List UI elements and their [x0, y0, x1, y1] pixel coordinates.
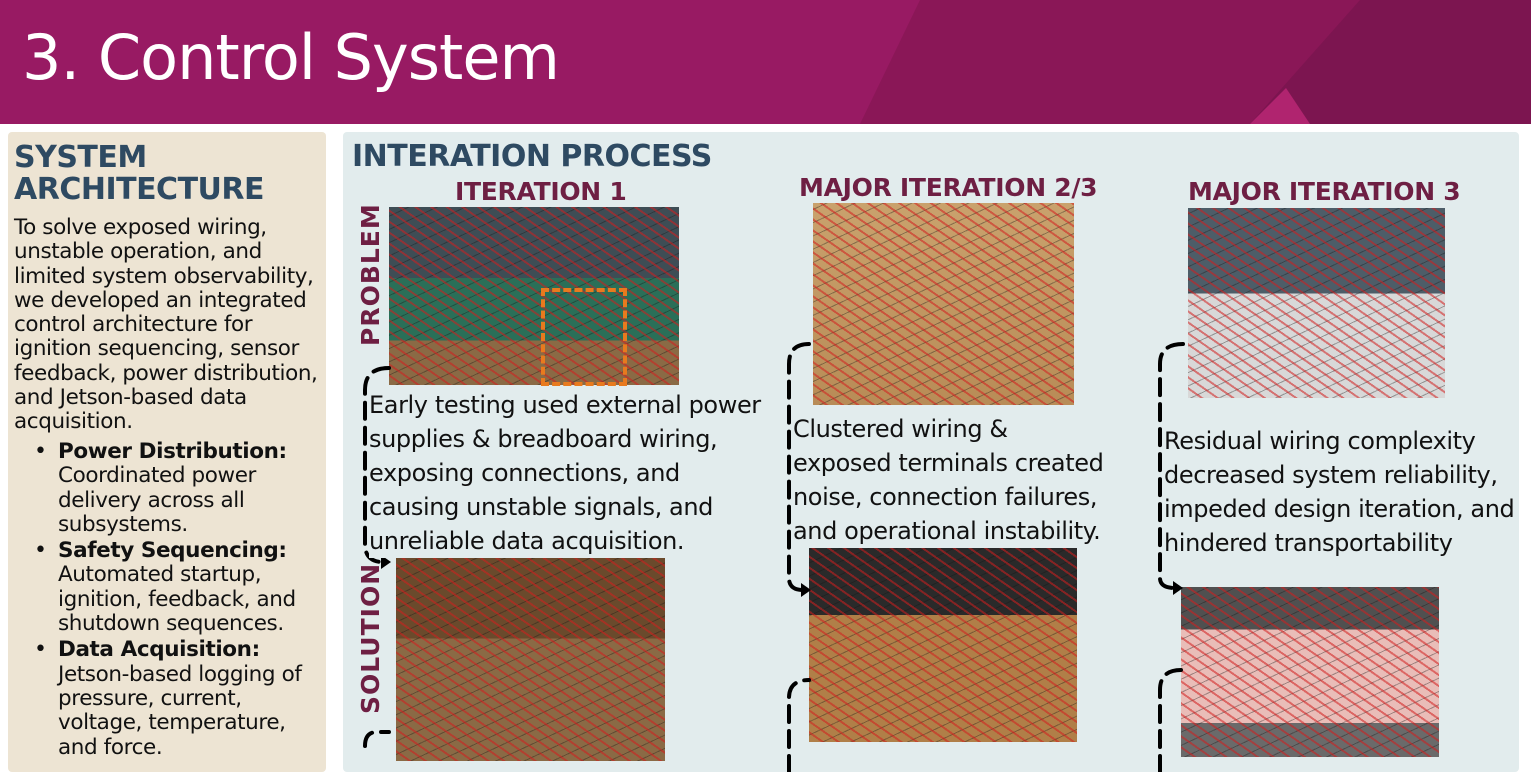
iteration-1-title: ITERATION 1 [455, 177, 627, 206]
iteration-3-lower-arrow-path [1158, 668, 1183, 772]
arrowhead [801, 583, 811, 597]
iteration-2-lower-arrow-path [787, 678, 811, 772]
arrowhead [381, 555, 391, 569]
iteration-1-arrow-path [363, 366, 391, 564]
bullet-text: Coordinated power delivery across all su… [58, 463, 256, 537]
photo-texture [396, 557, 665, 761]
iteration-process-heading: INTERATION PROCESS [352, 139, 712, 174]
feature-list: Power Distribution: Coordinated power de… [14, 439, 324, 762]
iteration-2-solution-photo [809, 547, 1077, 742]
flow-arrows [363, 342, 1185, 772]
photo-texture [813, 203, 1074, 405]
iteration-1-problem-text: Early testing used external power suppli… [369, 388, 769, 558]
bullet-title: Safety Sequencing: [58, 538, 287, 564]
arrowhead [1173, 581, 1183, 595]
bullet-title: Power Distribution: [58, 439, 287, 464]
bullet-text: Jetson-based logging of pressure, curren… [58, 661, 302, 760]
highlight-box [541, 288, 627, 386]
iteration-2-problem-photo [813, 203, 1074, 405]
system-architecture-intro: To solve exposed wiring, unstable operat… [14, 215, 318, 435]
iteration-3-title: MAJOR ITERATION 3 [1188, 177, 1461, 206]
iteration-3-solution-photo [1181, 587, 1439, 757]
photo-texture [809, 547, 1077, 742]
iteration-process-panel: INTERATION PROCESS ITERATION 1 MAJOR ITE… [343, 132, 1519, 772]
iteration-1-lower-arrow-path [363, 730, 391, 748]
photo-texture [1188, 208, 1445, 398]
header-banner: 3. Control System [0, 0, 1531, 124]
iteration-2-problem-text: Clustered wiring & exposed terminals cre… [793, 412, 1113, 548]
iteration-2-title: MAJOR ITERATION 2/3 [799, 173, 1098, 202]
iteration-1-problem-photo [389, 207, 679, 385]
list-item: Safety Sequencing: Automated startup, ig… [34, 538, 324, 637]
system-architecture-panel: SYSTEM ARCHITECTURE To solve exposed wir… [8, 132, 326, 772]
iteration-2-arrow-path [787, 342, 811, 592]
photo-texture [1181, 587, 1439, 757]
iteration-3-problem-photo [1188, 208, 1445, 398]
list-item: Data Acquisition: Jetson-based logging o… [34, 637, 324, 760]
bullet-text: Automated startup, ignition, feedback, a… [58, 562, 296, 637]
list-item: Power Distribution: Coordinated power de… [34, 439, 324, 537]
photo-texture [389, 207, 679, 385]
iteration-3-problem-text: Residual wiring complexity decreased sys… [1164, 424, 1516, 560]
system-architecture-heading: SYSTEM ARCHITECTURE [14, 140, 265, 207]
iteration-1-solution-photo [396, 557, 665, 761]
bullet-title: Data Acquisition: [58, 637, 260, 663]
iteration-3-arrow-path [1158, 342, 1185, 590]
page-title: 3. Control System [22, 21, 560, 94]
